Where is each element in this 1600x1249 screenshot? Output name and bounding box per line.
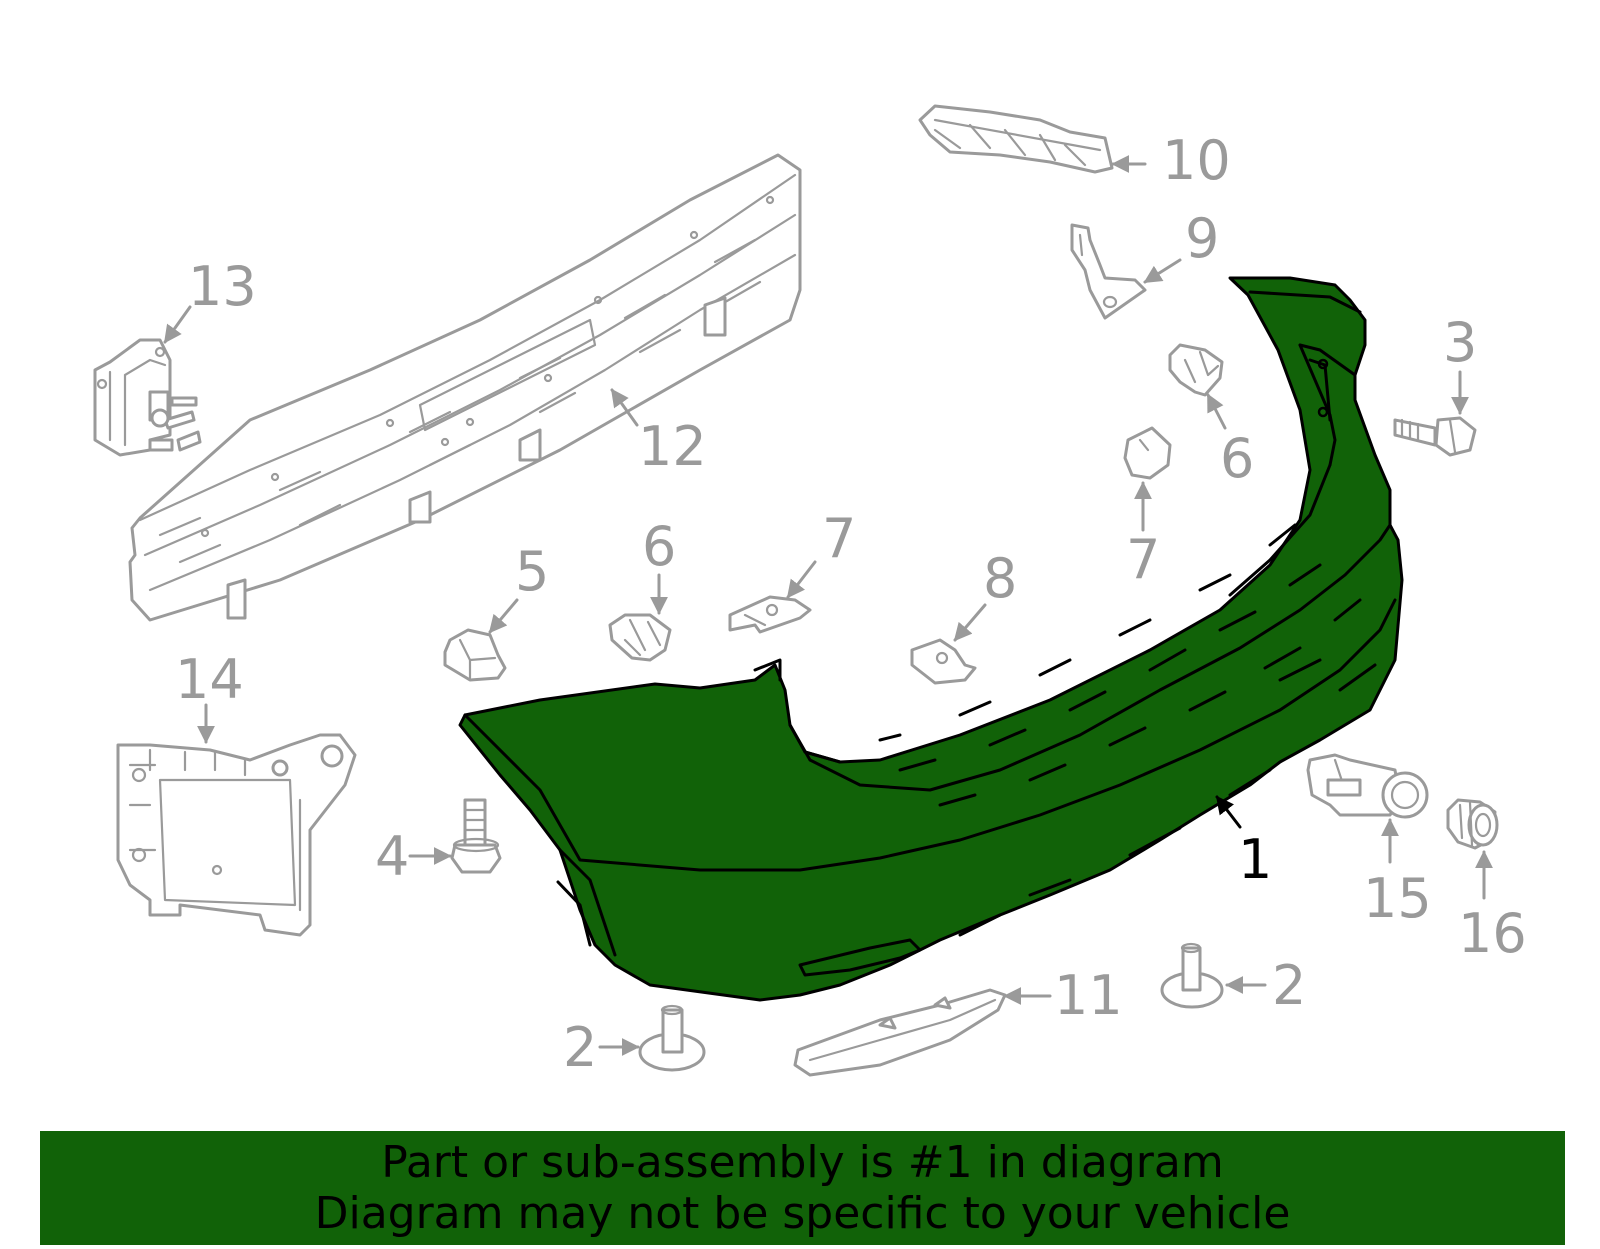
callout-11: 11 [1054,964,1123,1027]
part-10-side-retainer[interactable] [918,104,1114,174]
part-6-clip-lower[interactable] [608,613,672,662]
callout-14: 14 [175,648,244,711]
callout-8: 8 [983,547,1017,610]
part-13-mounting-bracket[interactable] [93,338,202,457]
info-banner: Part or sub-assembly is #1 in diagram Di… [40,1131,1565,1245]
callout-4: 4 [375,825,409,888]
part-11-reflector[interactable] [793,988,1007,1077]
callout-15: 15 [1363,867,1432,930]
callout-7-left: 7 [822,507,856,570]
callout-7-right: 7 [1126,528,1160,591]
part-9-bracket[interactable] [1070,223,1147,320]
part-1-bumper-cover[interactable] [458,276,1404,1002]
part-3-bolt[interactable] [1393,416,1477,457]
callout-1: 1 [1238,828,1272,891]
callout-10: 10 [1162,129,1231,192]
callout-12: 12 [638,415,707,478]
part-15-parking-sensor[interactable] [1306,753,1429,819]
part-7-nut-right[interactable] [1123,426,1172,480]
callout-2-right: 2 [1272,954,1306,1017]
callout-5: 5 [515,540,549,603]
part-2-push-pin-left[interactable] [638,1004,706,1072]
callout-6-lower: 6 [642,515,676,578]
banner-line-2: Diagram may not be specific to your vehi… [314,1188,1291,1239]
callout-9: 9 [1185,207,1219,270]
part-4-bolt[interactable] [450,798,502,874]
callout-16: 16 [1458,902,1527,965]
part-16-sensor-retainer[interactable] [1446,798,1499,850]
part-2-push-pin-right[interactable] [1160,942,1224,1009]
part-8-retainer[interactable] [910,638,977,685]
part-7-clip-left[interactable] [728,595,812,634]
part-6-clip-upper[interactable] [1168,343,1224,397]
callout-labels: 1 2 2 3 4 5 6 6 7 7 8 9 10 11 12 13 14 1… [175,129,1527,1079]
callout-6-upper: 6 [1220,427,1254,490]
callout-3: 3 [1443,311,1477,374]
banner-line-1: Part or sub-assembly is #1 in diagram [381,1137,1224,1188]
part-12-reinforcement-bar[interactable] [128,153,802,622]
callout-2-left: 2 [563,1016,597,1079]
leader-lines [163,155,1493,1056]
part-5-retainer[interactable] [443,628,507,682]
callout-13: 13 [188,255,257,318]
part-14-side-bracket[interactable] [116,733,357,937]
